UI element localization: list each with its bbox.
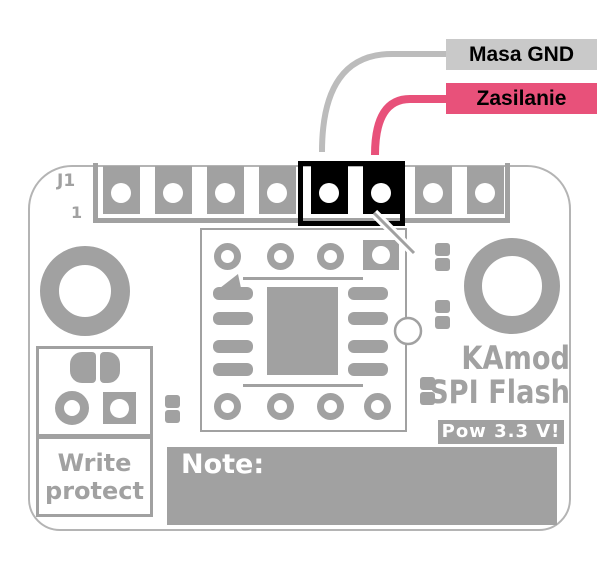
via-pad [267, 243, 294, 270]
jumper-hole-square [103, 392, 136, 424]
mounting-hole-left [40, 246, 130, 336]
pin-hole [319, 183, 339, 203]
write-protect-line2: protect [45, 476, 144, 505]
via-pad [317, 393, 344, 420]
power-callout-label: Zasilanie [446, 83, 597, 114]
via-pair-pad [435, 258, 450, 271]
highlighted-pins-box [298, 161, 405, 226]
silkscreen-line-bottom [243, 384, 363, 387]
brand-line2: SPI Flash [429, 373, 570, 411]
note-label: Note: [181, 449, 265, 480]
pin-hole [163, 183, 183, 203]
via-pair-pad [435, 243, 450, 256]
via-pair-pad [435, 316, 450, 329]
smd-pad [348, 312, 388, 325]
write-protect-jumper-box [36, 346, 153, 437]
pin-hole [267, 183, 287, 203]
square-pad-pin1 [363, 240, 399, 270]
via-pair-pad [420, 377, 435, 390]
smd-pad [213, 363, 253, 376]
via-pad [317, 243, 344, 270]
connector-pin-2 [155, 166, 192, 214]
brand-text: KAmod SPI Flash [426, 339, 570, 411]
pin-hole [475, 183, 495, 203]
write-protect-line1: Write [57, 448, 132, 477]
via-pad [364, 393, 391, 420]
via-pad [267, 393, 294, 420]
via-pair-pad [420, 392, 435, 405]
smd-pad [348, 340, 388, 353]
pin-hole [423, 183, 443, 203]
smd-pad [213, 287, 253, 300]
connector-pin-8 [467, 166, 504, 214]
power-voltage-badge: Pow 3.3 V! [438, 420, 564, 444]
via-pair-pad [435, 300, 450, 313]
connector-pin-7 [415, 166, 452, 214]
chip-body [267, 287, 338, 375]
connector-pin-5 [311, 166, 348, 214]
pin-hole [215, 183, 235, 203]
jumper-hole-round [55, 391, 89, 425]
note-field: Note: [167, 447, 557, 525]
jumper-pad-left [70, 352, 96, 383]
smd-pad [213, 312, 253, 325]
pin-one-marker: 1 [71, 203, 83, 222]
via-pair-pad [165, 395, 180, 408]
brand-line1: KAmod [461, 339, 570, 377]
connector-designator: J1 [57, 171, 76, 191]
gnd-wire [319, 51, 446, 153]
via-pad [214, 393, 241, 420]
via-pad [214, 243, 241, 270]
connector-pin-4 [259, 166, 296, 214]
jumper-pad-right [100, 352, 120, 383]
write-protect-label: Write protect [36, 436, 153, 517]
mounting-hole-right [464, 238, 560, 334]
silkscreen-line-top [243, 277, 363, 280]
gnd-callout-label: Masa GND [446, 39, 597, 70]
connector-pin-1 [103, 166, 140, 214]
smd-pad [348, 287, 388, 300]
connector-pin-6 [363, 166, 400, 214]
power-wire [371, 95, 446, 156]
connector-pin-3 [207, 166, 244, 214]
pin-hole [371, 183, 391, 203]
smd-pad [213, 340, 253, 353]
pin-hole [111, 183, 131, 203]
via-pair-pad [165, 410, 180, 423]
smd-pad [348, 363, 388, 376]
